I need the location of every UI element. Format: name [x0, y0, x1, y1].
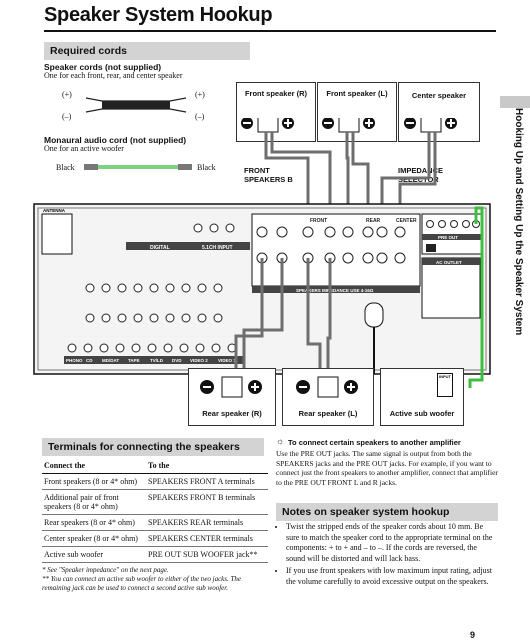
col-connect: Connect the [42, 458, 146, 474]
side-tab-marker [500, 96, 530, 108]
center-speaker-label: Center speaker [411, 91, 467, 100]
front-r-terminals [241, 118, 294, 133]
tape-label: TAPE [128, 358, 140, 363]
input51-label: 5.1CH INPUT [202, 245, 233, 251]
mono-cord-title: Monaural audio cord (not supplied) [44, 135, 187, 145]
rear-panel-label: REAR [366, 218, 381, 224]
notes-heading: Notes on speaker system hookup [276, 503, 498, 521]
sub-input-jack: INPUT [437, 373, 453, 397]
cord-minus-right: (–) [195, 112, 205, 121]
tip-title: To connect certain speakers to another a… [288, 438, 461, 447]
row-connect: Additional pair of front speakers (8 or … [42, 489, 146, 515]
sub-woofer-label: Active sub woofer [389, 409, 455, 418]
row-to: SPEAKERS FRONT B terminals [146, 489, 268, 515]
rear-speaker-r-label: Rear speaker (R) [202, 409, 262, 418]
tvld-label: TV/LD [150, 358, 164, 363]
row-to: SPEAKERS FRONT A terminals [146, 473, 268, 490]
rear-speaker-l-label: Rear speaker (L) [298, 409, 358, 418]
mono-cord-drawing [84, 164, 192, 170]
front-l-terminals [322, 118, 375, 133]
sub-woofer-wire [468, 206, 484, 388]
antenna-label: ANTENNA [43, 208, 66, 213]
tip-body: Use the PRE OUT jacks. The same signal i… [276, 449, 498, 487]
cd-label: CD [86, 358, 93, 363]
row-to: SPEAKERS CENTER terminals [146, 530, 268, 547]
row-connect: Rear speakers (8 or 4* ohm) [42, 514, 146, 531]
rear-speaker-r-box: Rear speaker (R) [188, 368, 276, 426]
table-row: Front speakers (8 or 4* ohm)SPEAKERS FRO… [42, 473, 268, 490]
row-connect: Front speakers (8 or 4* ohm) [42, 473, 146, 490]
phono-label: PHONO [66, 358, 83, 363]
mono-cord-black-right: Black [197, 163, 216, 172]
video2-label: VIDEO 2 [190, 358, 208, 363]
front-speaker-r-label: Front speaker (R) [244, 89, 308, 98]
rear-r-terminals [200, 376, 262, 398]
ac-outlet-label: AC OUTLET [436, 260, 462, 265]
table-header-row: Connect the To the [42, 458, 268, 474]
sub-input-label: INPUT [439, 374, 451, 379]
center-panel-label: CENTER [396, 218, 417, 224]
preout-label: PRE OUT [438, 235, 458, 240]
row-connect: Center speaker (8 or 4* ohm) [42, 530, 146, 547]
table-row: Center speaker (8 or 4* ohm)SPEAKERS CEN… [42, 530, 268, 547]
terminals-table: Connect the To the Front speakers (8 or … [42, 458, 268, 563]
tip-icon: ☼ [276, 436, 285, 446]
footnote-2: ** You can connect an active sub woofer … [42, 575, 242, 592]
center-terminals [404, 118, 457, 133]
required-cords-heading: Required cords [44, 42, 250, 60]
digital-label: DIGITAL [150, 245, 170, 251]
front-speakers-b-label: FRONT SPEAKERS B [244, 166, 293, 184]
front-speaker-l-label: Front speaker (L) [326, 89, 388, 98]
speaker-cords-desc: One for each front, rear, and center spe… [44, 71, 183, 80]
side-tab-label: Hooking Up and Setting Up the Speaker Sy… [513, 108, 524, 336]
cord-minus-left: (–) [62, 112, 72, 121]
row-to: SPEAKERS REAR terminals [146, 514, 268, 531]
rear-wires [234, 258, 332, 386]
list-item: Twist the stripped ends of the speaker c… [286, 522, 496, 564]
rear-l-terminals [296, 376, 358, 398]
video1-label: VIDEO 1 [218, 358, 236, 363]
speakers-impedance-label: SPEAKERS IMPEDANCE USE 4-16Ω [296, 288, 374, 293]
notes-list: Twist the stripped ends of the speaker c… [276, 522, 496, 589]
rear-speaker-l-box: Rear speaker (L) [282, 368, 374, 426]
speaker-cords-title: Speaker cords (not supplied) [44, 62, 162, 72]
dvd-label: DVD [172, 358, 182, 363]
list-item: If you use front speakers with low maxim… [286, 566, 496, 587]
page-number: 9 [470, 630, 476, 640]
footnote-1: * See "Speaker impedance" on the next pa… [42, 566, 169, 574]
cord-plus-right: (+) [195, 90, 205, 99]
front-a-label: FRONT [310, 218, 327, 224]
mono-cord-black-left: Black [56, 163, 75, 172]
col-to: To the [146, 458, 268, 474]
speaker-cord-drawing [85, 97, 187, 113]
md-label: MD/DAT [102, 358, 119, 363]
receiver-diagram: ANTENNA DIGITAL 5.1CH INPUT PHONO CD MD/… [33, 118, 491, 388]
cord-plus-left: (+) [62, 90, 72, 99]
mono-cord-desc: One for an active woofer [44, 144, 124, 153]
sub-woofer-box: INPUT Active sub woofer [380, 368, 464, 426]
terminals-heading: Terminals for connecting the speakers [42, 438, 264, 456]
table-row: Additional pair of front speakers (8 or … [42, 489, 268, 515]
table-row: Rear speakers (8 or 4* ohm)SPEAKERS REAR… [42, 514, 268, 531]
row-to: PRE OUT SUB WOOFER jack** [146, 546, 268, 563]
row-connect: Active sub woofer [42, 546, 146, 563]
page-title: Speaker System Hookup [44, 4, 273, 26]
title-rule [44, 30, 496, 32]
